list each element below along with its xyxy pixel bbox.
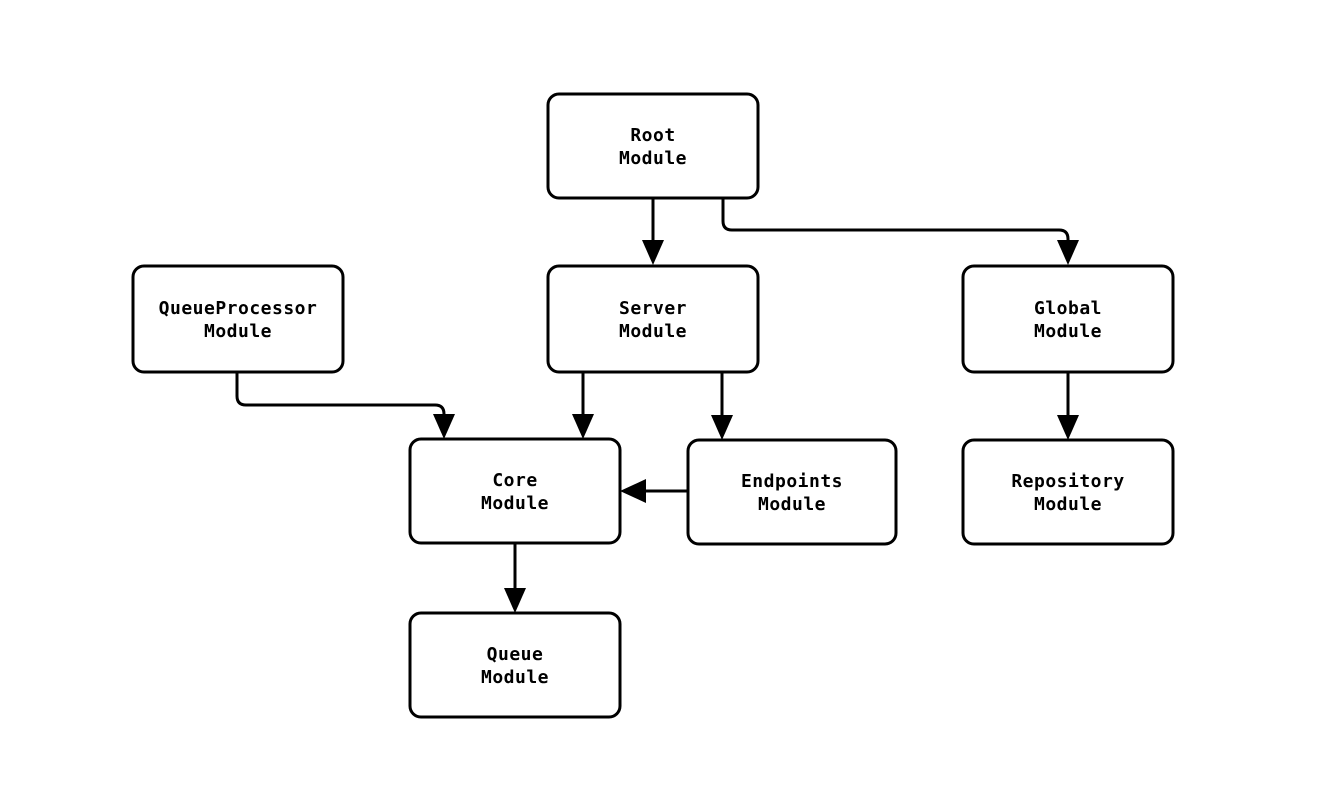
- edge-queueprocessor-to-core-arrowhead: [433, 414, 455, 439]
- node-root-module-label-line1: Root: [630, 125, 675, 146]
- edge-queueprocessor-to-core-line: [235, 372, 446, 420]
- node-global-module-box: [961, 264, 1175, 374]
- node-server-module-box: [546, 264, 760, 374]
- node-root-module-label-line2: Module: [619, 148, 687, 169]
- node-queue-module-label-line2: Module: [481, 667, 549, 688]
- nodes-layer: Root Module QueueProcessor Module Server…: [131, 92, 1175, 719]
- edge-root-to-server[interactable]: [642, 198, 664, 265]
- edge-root-to-global-line: [721, 198, 1070, 246]
- edge-queueprocessor-to-core[interactable]: [235, 372, 455, 439]
- edge-core-to-queue-arrowhead: [504, 588, 526, 613]
- node-server-module-label-line1: Server: [619, 298, 687, 319]
- node-queue-module[interactable]: Queue Module: [408, 611, 622, 719]
- node-core-module-label-line2: Module: [481, 493, 549, 514]
- node-repository-module[interactable]: Repository Module: [961, 438, 1175, 546]
- node-root-module-box: [546, 92, 760, 200]
- edge-core-to-queue[interactable]: [504, 543, 526, 613]
- node-repository-module-label-line2: Module: [1034, 494, 1102, 515]
- edge-server-to-core[interactable]: [572, 372, 594, 439]
- node-endpoints-module[interactable]: Endpoints Module: [686, 438, 898, 546]
- edge-server-to-endpoints-arrowhead: [711, 415, 733, 440]
- node-endpoints-module-label-line1: Endpoints: [741, 471, 843, 492]
- edge-global-to-repository-arrowhead: [1057, 415, 1079, 440]
- edge-root-to-server-arrowhead: [642, 240, 664, 265]
- edge-endpoints-to-core[interactable]: [620, 479, 688, 503]
- edge-root-to-global-arrowhead: [1057, 240, 1079, 265]
- node-queue-module-label-line1: Queue: [487, 644, 544, 665]
- edge-server-to-endpoints[interactable]: [711, 372, 733, 440]
- node-queueprocessor-module-label-line2: Module: [204, 321, 272, 342]
- node-queueprocessor-module-box: [131, 264, 345, 374]
- node-global-module[interactable]: Global Module: [961, 264, 1175, 374]
- edge-root-to-global[interactable]: [721, 198, 1079, 265]
- node-endpoints-module-box: [686, 438, 898, 546]
- node-root-module[interactable]: Root Module: [546, 92, 760, 200]
- node-server-module[interactable]: Server Module: [546, 264, 760, 374]
- node-server-module-label-line2: Module: [619, 321, 687, 342]
- node-repository-module-label-line1: Repository: [1011, 471, 1124, 492]
- edge-global-to-repository[interactable]: [1057, 372, 1079, 440]
- node-repository-module-box: [961, 438, 1175, 546]
- node-core-module-label-line1: Core: [492, 470, 537, 491]
- node-core-module-box: [408, 437, 622, 545]
- edge-server-to-core-arrowhead: [572, 414, 594, 439]
- node-global-module-label-line2: Module: [1034, 321, 1102, 342]
- node-queueprocessor-module-label-line1: QueueProcessor: [159, 298, 318, 319]
- node-queueprocessor-module[interactable]: QueueProcessor Module: [131, 264, 345, 374]
- edges-layer: [235, 198, 1079, 613]
- edge-endpoints-to-core-arrowhead: [620, 479, 646, 503]
- node-endpoints-module-label-line2: Module: [758, 494, 826, 515]
- node-core-module[interactable]: Core Module: [408, 437, 622, 545]
- node-global-module-label-line1: Global: [1034, 298, 1102, 319]
- node-queue-module-box: [408, 611, 622, 719]
